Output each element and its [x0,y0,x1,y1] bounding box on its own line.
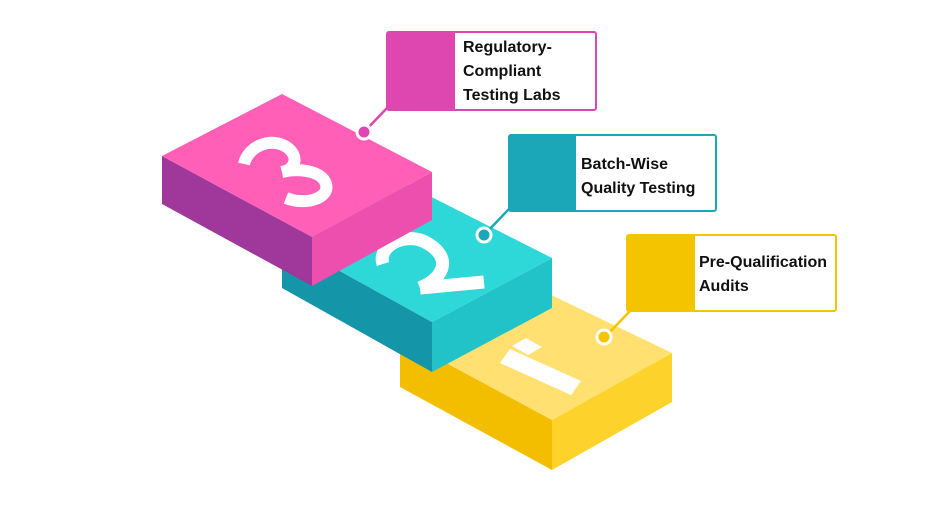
label-2-line-1: Batch-Wise [581,156,668,173]
step-3-side-face [312,172,432,286]
label-box-3 [386,31,597,111]
label-2-text: Batch-Wise Quality Testing [581,153,713,201]
label-2-line-2: Quality Testing [581,180,696,197]
label-1-line-2: Audits [699,278,749,295]
connector-2 [475,208,510,244]
label-3-line-3: Testing Labs [463,87,561,104]
label-3-line-1: Regulatory- [463,39,552,56]
step-1-number [500,338,581,395]
step-block-3 [162,94,432,286]
label-3-line-2: Compliant [463,63,542,80]
label-box-1 [626,234,837,312]
connector-3 [355,107,388,141]
step-1-front-face [400,338,552,470]
step-3-number-value: 3 [0,0,1,1]
label-box-2 [508,134,717,212]
step-2-number [375,232,485,295]
connector-1 [595,310,631,346]
step-2-side-face [432,258,552,372]
label-1-text: Pre-Qualification Audits [699,251,835,299]
step-3-front-face [162,156,312,286]
step-3-number [238,136,333,208]
label-1-line-1: Pre-Qualification [699,254,828,271]
step-1-side-face [552,353,672,470]
label-3-text: Regulatory- Compliant Testing Labs [463,36,593,108]
